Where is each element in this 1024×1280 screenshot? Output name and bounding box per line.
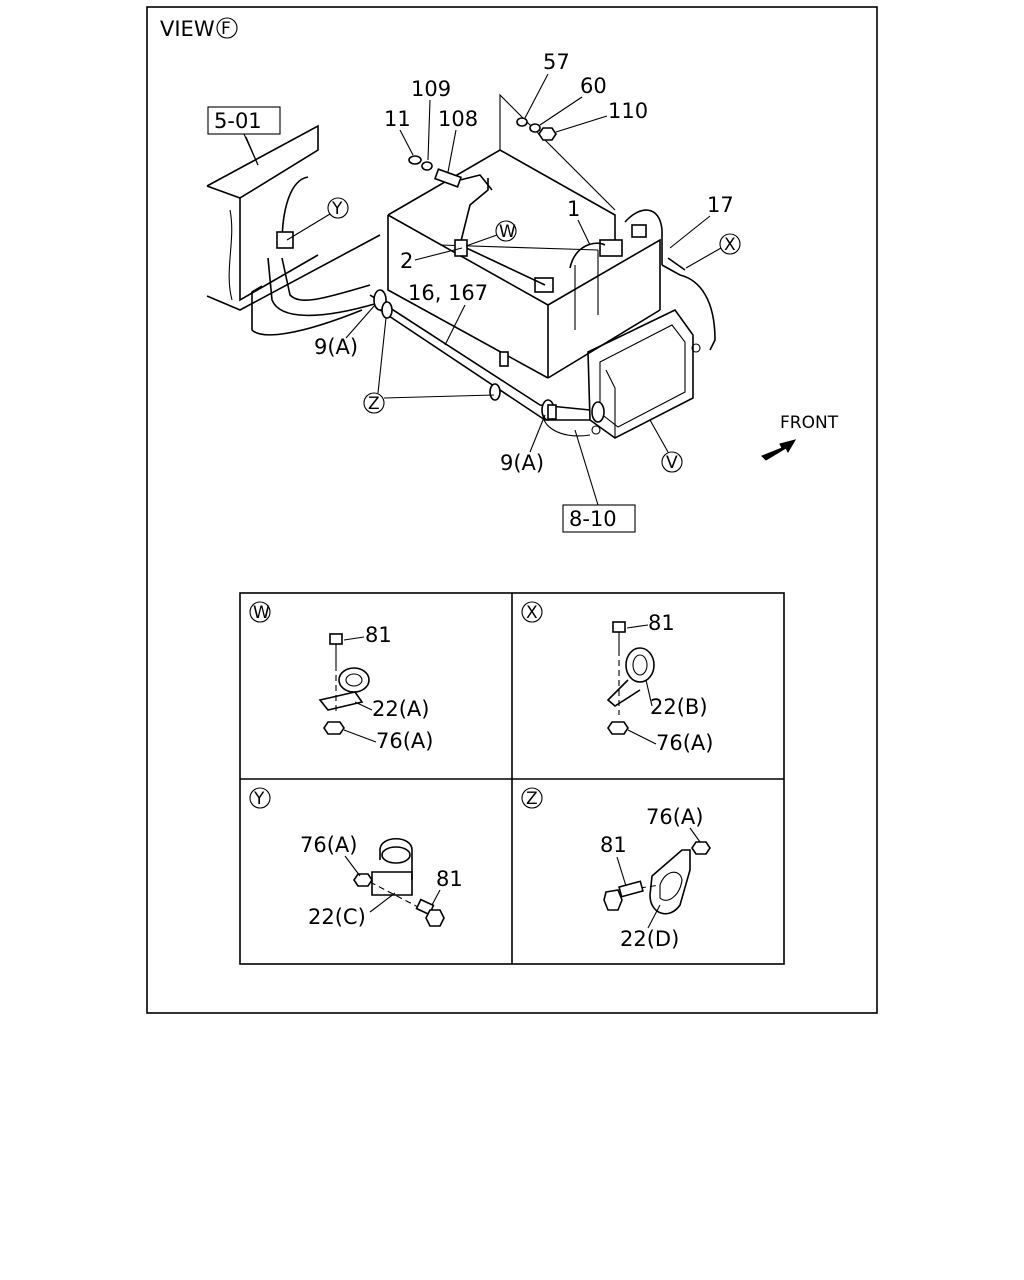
svg-text:V: V — [666, 453, 678, 473]
callout-2: 2 — [400, 249, 413, 273]
svg-text:Z: Z — [526, 789, 538, 809]
view-circle-letter: F — [221, 19, 231, 39]
marker-v — [661, 451, 683, 473]
callout-9a-top: 9(A) — [314, 335, 358, 359]
svg-text:81: 81 — [365, 623, 392, 647]
detail-x: X 81 22(B) 76(A) — [521, 601, 713, 755]
svg-text:76(A): 76(A) — [376, 729, 433, 753]
svg-text:Y: Y — [331, 199, 343, 219]
svg-text:22(B): 22(B) — [650, 695, 708, 719]
front-arrow — [761, 439, 797, 461]
svg-text:22(C): 22(C) — [308, 905, 366, 929]
ref-5-01: 5-01 — [214, 109, 262, 133]
detail-z: Z 76(A) 81 22(D) — [521, 787, 711, 951]
ref-box-8-10 — [562, 504, 636, 533]
callout-60: 60 — [580, 74, 607, 98]
svg-text:81: 81 — [600, 833, 627, 857]
callout-1: 1 — [567, 197, 580, 221]
svg-text:76(A): 76(A) — [656, 731, 713, 755]
callout-16-167: 16, 167 — [408, 281, 488, 305]
svg-text:81: 81 — [648, 611, 675, 635]
callout-108: 108 — [438, 107, 478, 131]
callout-110: 110 — [608, 99, 648, 123]
svg-text:22(A): 22(A) — [372, 697, 429, 721]
outer-frame — [146, 6, 878, 1014]
front-label: FRONT — [780, 413, 839, 433]
marker-z — [363, 392, 385, 414]
svg-text:22(D): 22(D) — [620, 927, 679, 951]
callout-109: 109 — [411, 77, 451, 101]
callouts: 57 60 110 109 11 108 1 17 2 16, 167 9(A)… — [207, 50, 839, 533]
main-illustration — [206, 93, 716, 439]
svg-text:X: X — [526, 603, 538, 623]
marker-w — [495, 220, 517, 242]
detail-grid — [239, 592, 785, 965]
ref-8-10: 8-10 — [569, 507, 617, 531]
marker-x — [719, 233, 741, 255]
callout-11: 11 — [384, 107, 411, 131]
callout-17: 17 — [707, 193, 734, 217]
svg-text:Z: Z — [368, 394, 380, 414]
detail-y: Y 76(A) 22(C) 81 — [249, 787, 463, 929]
svg-text:W: W — [499, 222, 516, 242]
view-title: VIEW — [160, 17, 215, 41]
detail-w: W 81 22(A) 76(A) — [249, 601, 433, 753]
svg-text:W: W — [253, 603, 270, 623]
svg-text:76(A): 76(A) — [300, 833, 357, 857]
svg-text:Y: Y — [253, 789, 265, 809]
svg-text:X: X — [724, 235, 736, 255]
svg-text:81: 81 — [436, 867, 463, 891]
marker-y — [327, 197, 349, 219]
callout-9a-bottom: 9(A) — [500, 451, 544, 475]
svg-text:76(A): 76(A) — [646, 805, 703, 829]
callout-57: 57 — [543, 50, 570, 74]
view-circle — [216, 17, 238, 39]
